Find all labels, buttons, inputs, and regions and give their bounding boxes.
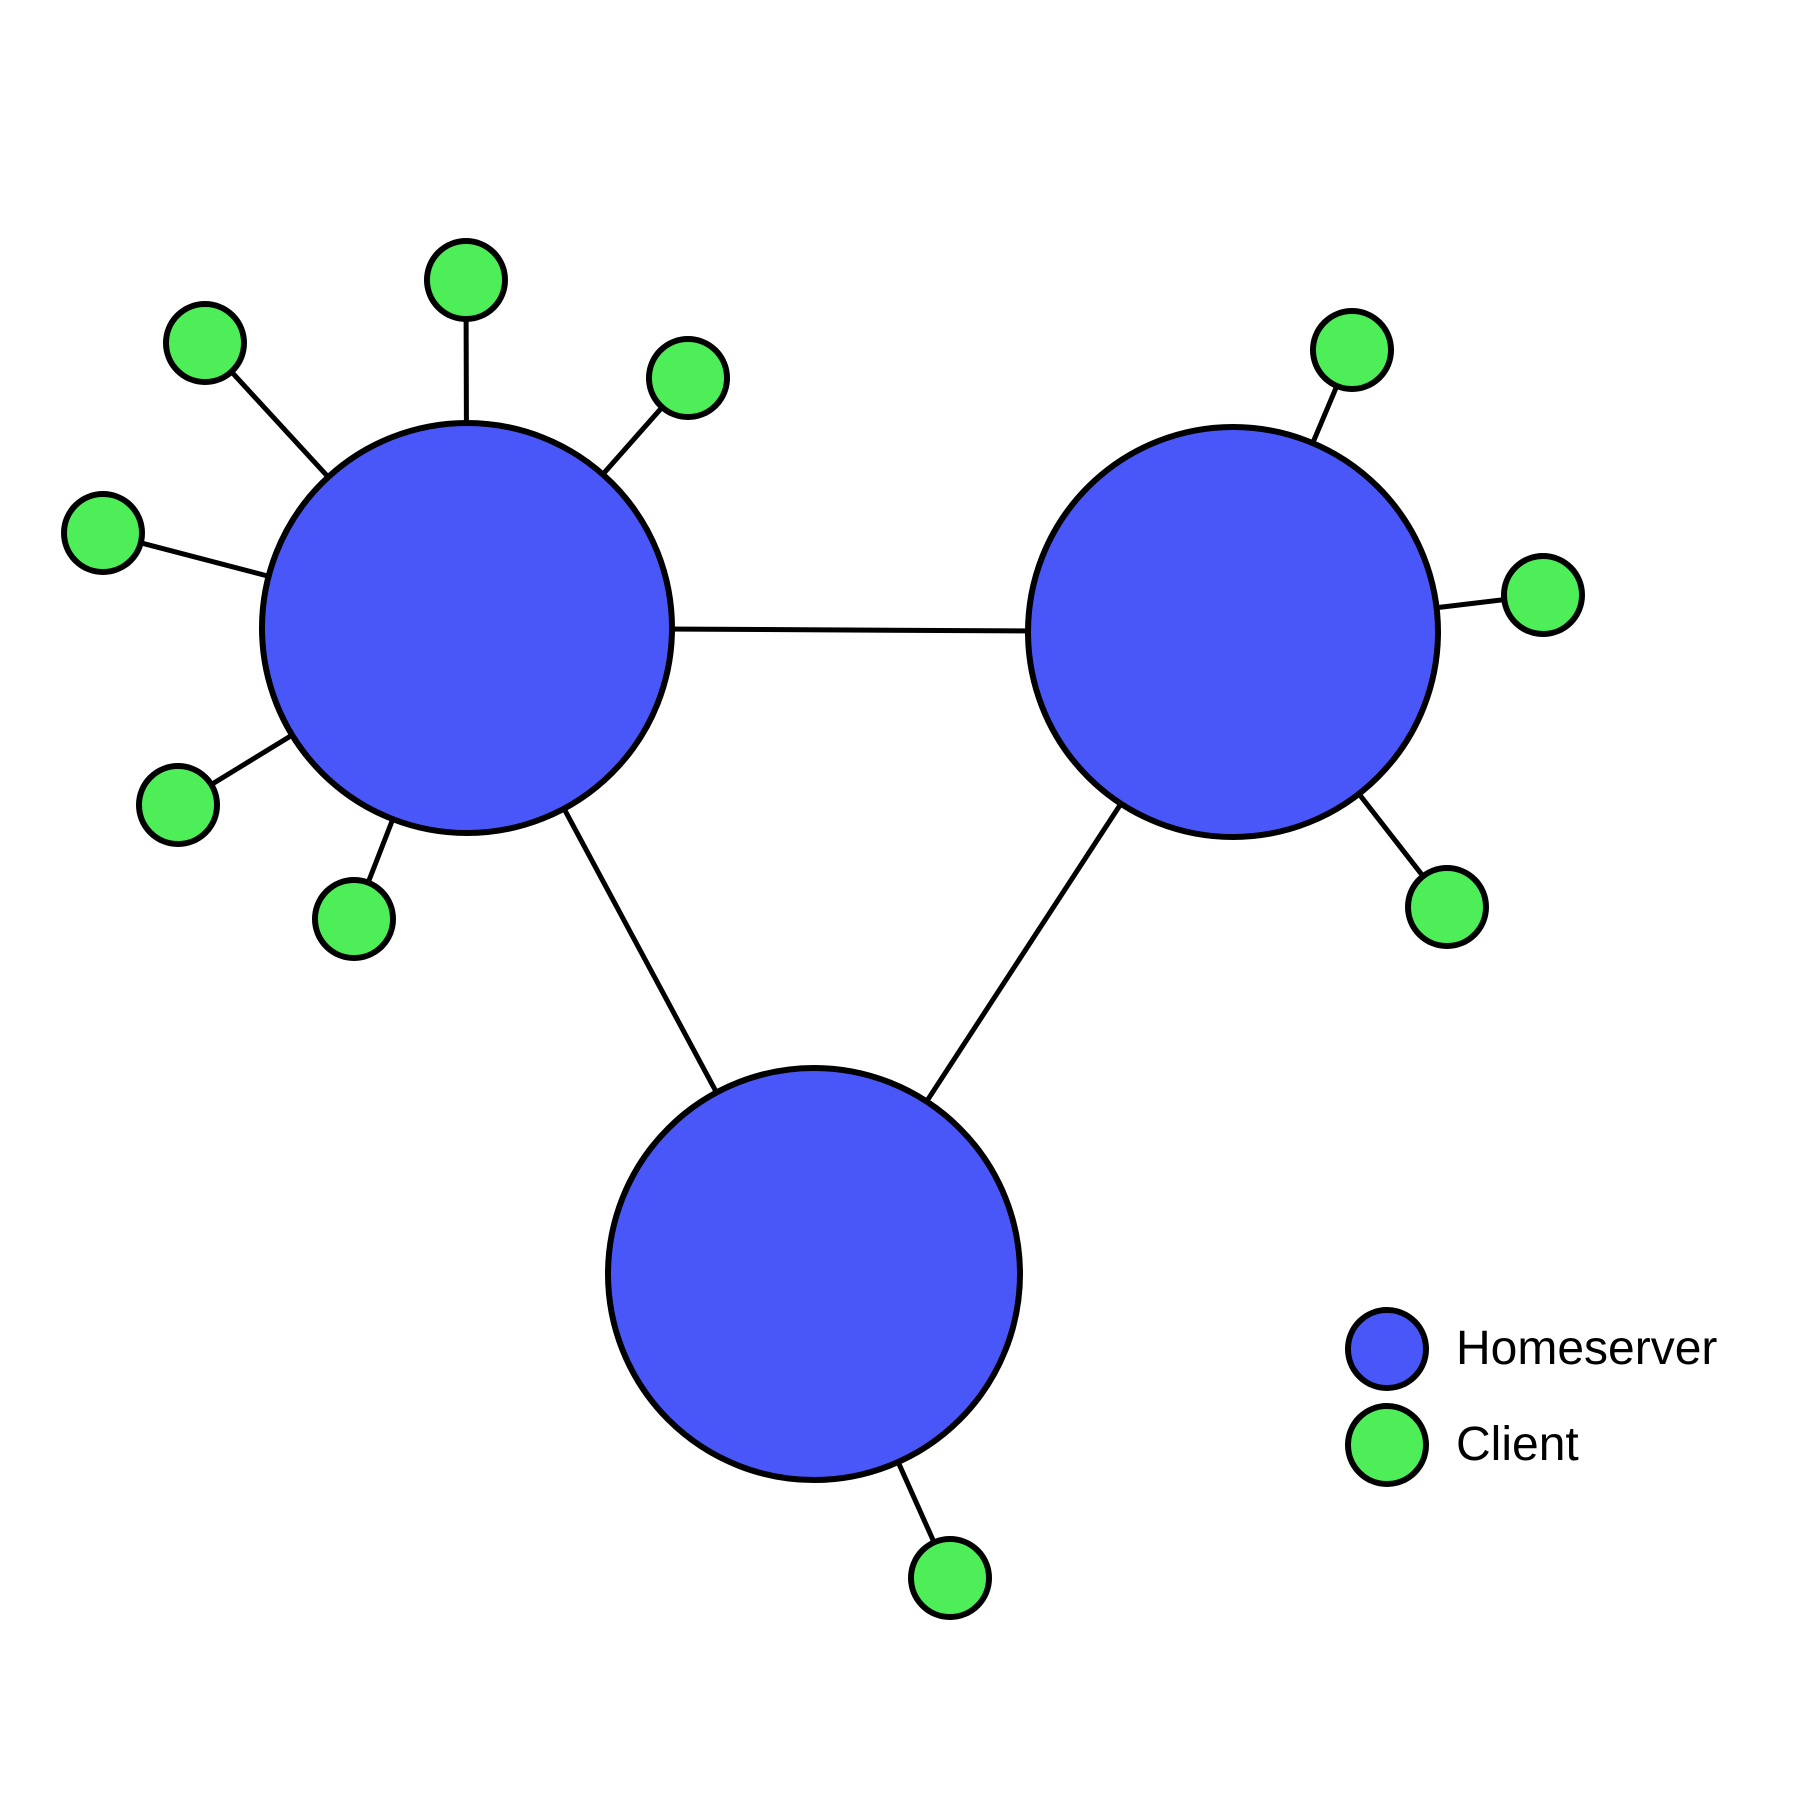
homeserver-legend-swatch (1345, 1307, 1429, 1391)
homeserver-node-hs2 (1025, 424, 1441, 840)
legend-item-homeserver: Homeserver (1345, 1307, 1717, 1391)
client-legend-swatch (1345, 1403, 1429, 1487)
client-legend-label: Client (1456, 1418, 1579, 1471)
client-node-c1 (424, 238, 508, 322)
homeserver-legend-label: Homeserver (1456, 1322, 1718, 1375)
client-node-c2 (163, 301, 247, 385)
client-node-c9 (1405, 865, 1489, 949)
client-node-c7 (1310, 308, 1394, 392)
homeserver-node-hs3 (605, 1065, 1023, 1483)
client-node-c3 (646, 336, 730, 420)
homeserver-node-hs1 (259, 420, 675, 836)
client-node-c10 (908, 1536, 992, 1620)
client-node-c8 (1501, 553, 1585, 637)
client-node-c5 (136, 763, 220, 847)
client-node-c6 (312, 877, 396, 961)
client-node-c4 (61, 491, 145, 575)
legend-item-client: Client (1345, 1403, 1579, 1487)
